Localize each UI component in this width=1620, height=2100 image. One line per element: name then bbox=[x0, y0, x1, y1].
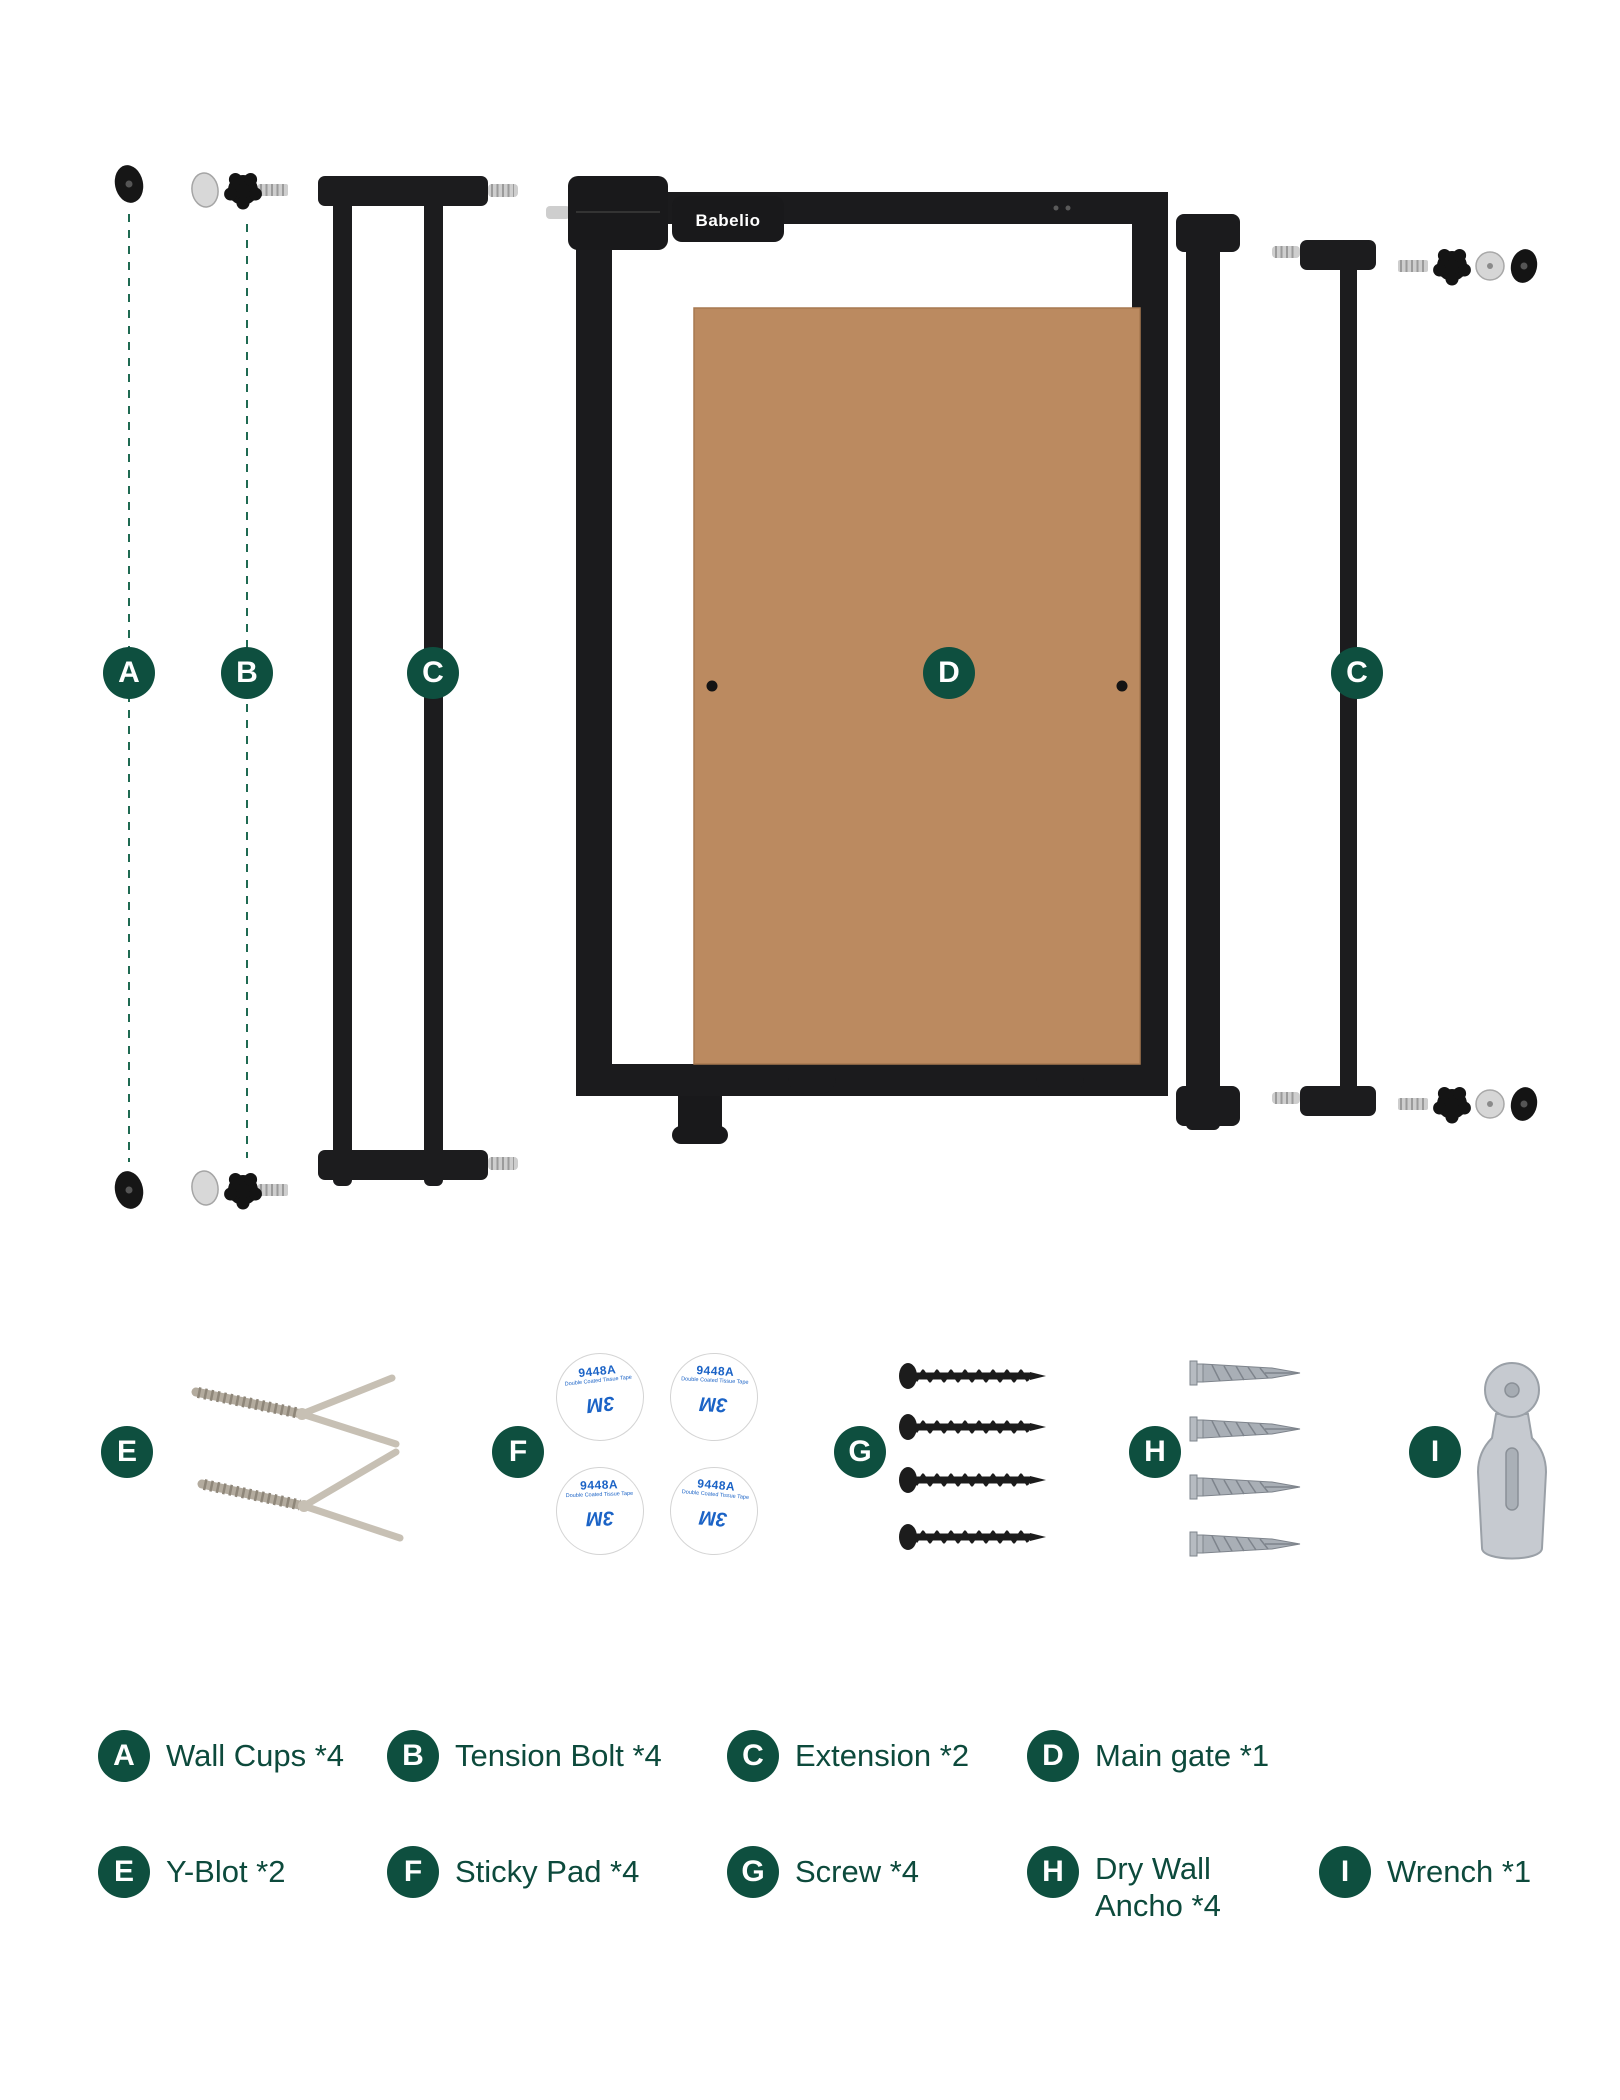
legend-label-extension: Extension *2 bbox=[795, 1738, 970, 1774]
sticky-pad-desc: Double Coated Tissue Tape bbox=[680, 1376, 749, 1386]
sticky-pad-brand: 3M bbox=[585, 1391, 616, 1417]
sticky-pad-brand: 3M bbox=[698, 1505, 729, 1530]
legend-label-wall-cups: Wall Cups *4 bbox=[166, 1738, 345, 1774]
legend-badge-i: I bbox=[1319, 1846, 1371, 1898]
legend-badge-c: C bbox=[727, 1730, 779, 1782]
legend-item-y-bolt: E Y-Blot *2 bbox=[98, 1846, 286, 1898]
legend-item-wall-cups: A Wall Cups *4 bbox=[98, 1730, 344, 1782]
marker-extension-right: C bbox=[1331, 647, 1383, 699]
sticky-pad-brand: 3M bbox=[585, 1506, 615, 1530]
screws-icon bbox=[899, 1363, 1046, 1550]
legend-item-drywall-anchor: H Dry Wall Ancho *4 bbox=[1027, 1846, 1285, 1924]
gate-left-post bbox=[576, 192, 612, 1096]
marker-drywall-anchor: H bbox=[1129, 1426, 1181, 1478]
drywall-anchors-icon bbox=[1189, 1360, 1301, 1557]
marker-screw: G bbox=[834, 1426, 886, 1478]
legend-label-main-gate: Main gate *1 bbox=[1095, 1738, 1270, 1774]
sticky-pad-desc: Double Coated Tissue Tape bbox=[565, 1491, 634, 1500]
legend-item-sticky-pad: F Sticky Pad *4 bbox=[387, 1846, 639, 1898]
legend-label-wrench: Wrench *1 bbox=[1387, 1854, 1532, 1890]
marker-wall-cups: A bbox=[103, 647, 155, 699]
brand-logo: Babelio bbox=[696, 211, 761, 230]
legend-item-main-gate: D Main gate *1 bbox=[1027, 1730, 1269, 1782]
wrench-icon bbox=[1476, 1362, 1548, 1560]
legend-badge-a: A bbox=[98, 1730, 150, 1782]
legend-label-screw: Screw *4 bbox=[795, 1854, 920, 1890]
legend-badge-e: E bbox=[98, 1846, 150, 1898]
marker-tension-bolt: B bbox=[221, 647, 273, 699]
legend-badge-f: F bbox=[387, 1846, 439, 1898]
sticky-pad-code: 9448A bbox=[579, 1477, 619, 1493]
wall-cups-left-icon bbox=[114, 165, 144, 1209]
marker-wrench: I bbox=[1409, 1426, 1461, 1478]
legend-label-drywall-anchor: Dry Wall Ancho *4 bbox=[1095, 1851, 1221, 1924]
sticky-pad-brand: 3M bbox=[699, 1392, 729, 1416]
legend-label-tension-bolt: Tension Bolt *4 bbox=[455, 1738, 662, 1774]
legend-label-sticky-pad: Sticky Pad *4 bbox=[455, 1854, 640, 1890]
main-gate-icon: Babelio bbox=[546, 176, 1240, 1144]
marker-y-bolt: E bbox=[101, 1426, 153, 1478]
tension-bolts-right-icon bbox=[1398, 249, 1538, 1124]
marker-extension-left: C bbox=[407, 647, 459, 699]
legend-item-extension: C Extension *2 bbox=[727, 1730, 969, 1782]
legend-badge-b: B bbox=[387, 1730, 439, 1782]
y-bolts-icon bbox=[191, 1374, 404, 1542]
marker-main-gate: D bbox=[923, 647, 975, 699]
marker-sticky-pad: F bbox=[492, 1426, 544, 1478]
legend-item-tension-bolt: B Tension Bolt *4 bbox=[387, 1730, 662, 1782]
legend-badge-g: G bbox=[727, 1846, 779, 1898]
gate-panel bbox=[693, 307, 1141, 1065]
legend-badge-d: D bbox=[1027, 1730, 1079, 1782]
legend-item-wrench: I Wrench *1 bbox=[1319, 1846, 1531, 1898]
legend-badge-h: H bbox=[1027, 1846, 1079, 1898]
legend-label-y-bolt: Y-Blot *2 bbox=[166, 1854, 286, 1890]
legend-item-screw: G Screw *4 bbox=[727, 1846, 919, 1898]
